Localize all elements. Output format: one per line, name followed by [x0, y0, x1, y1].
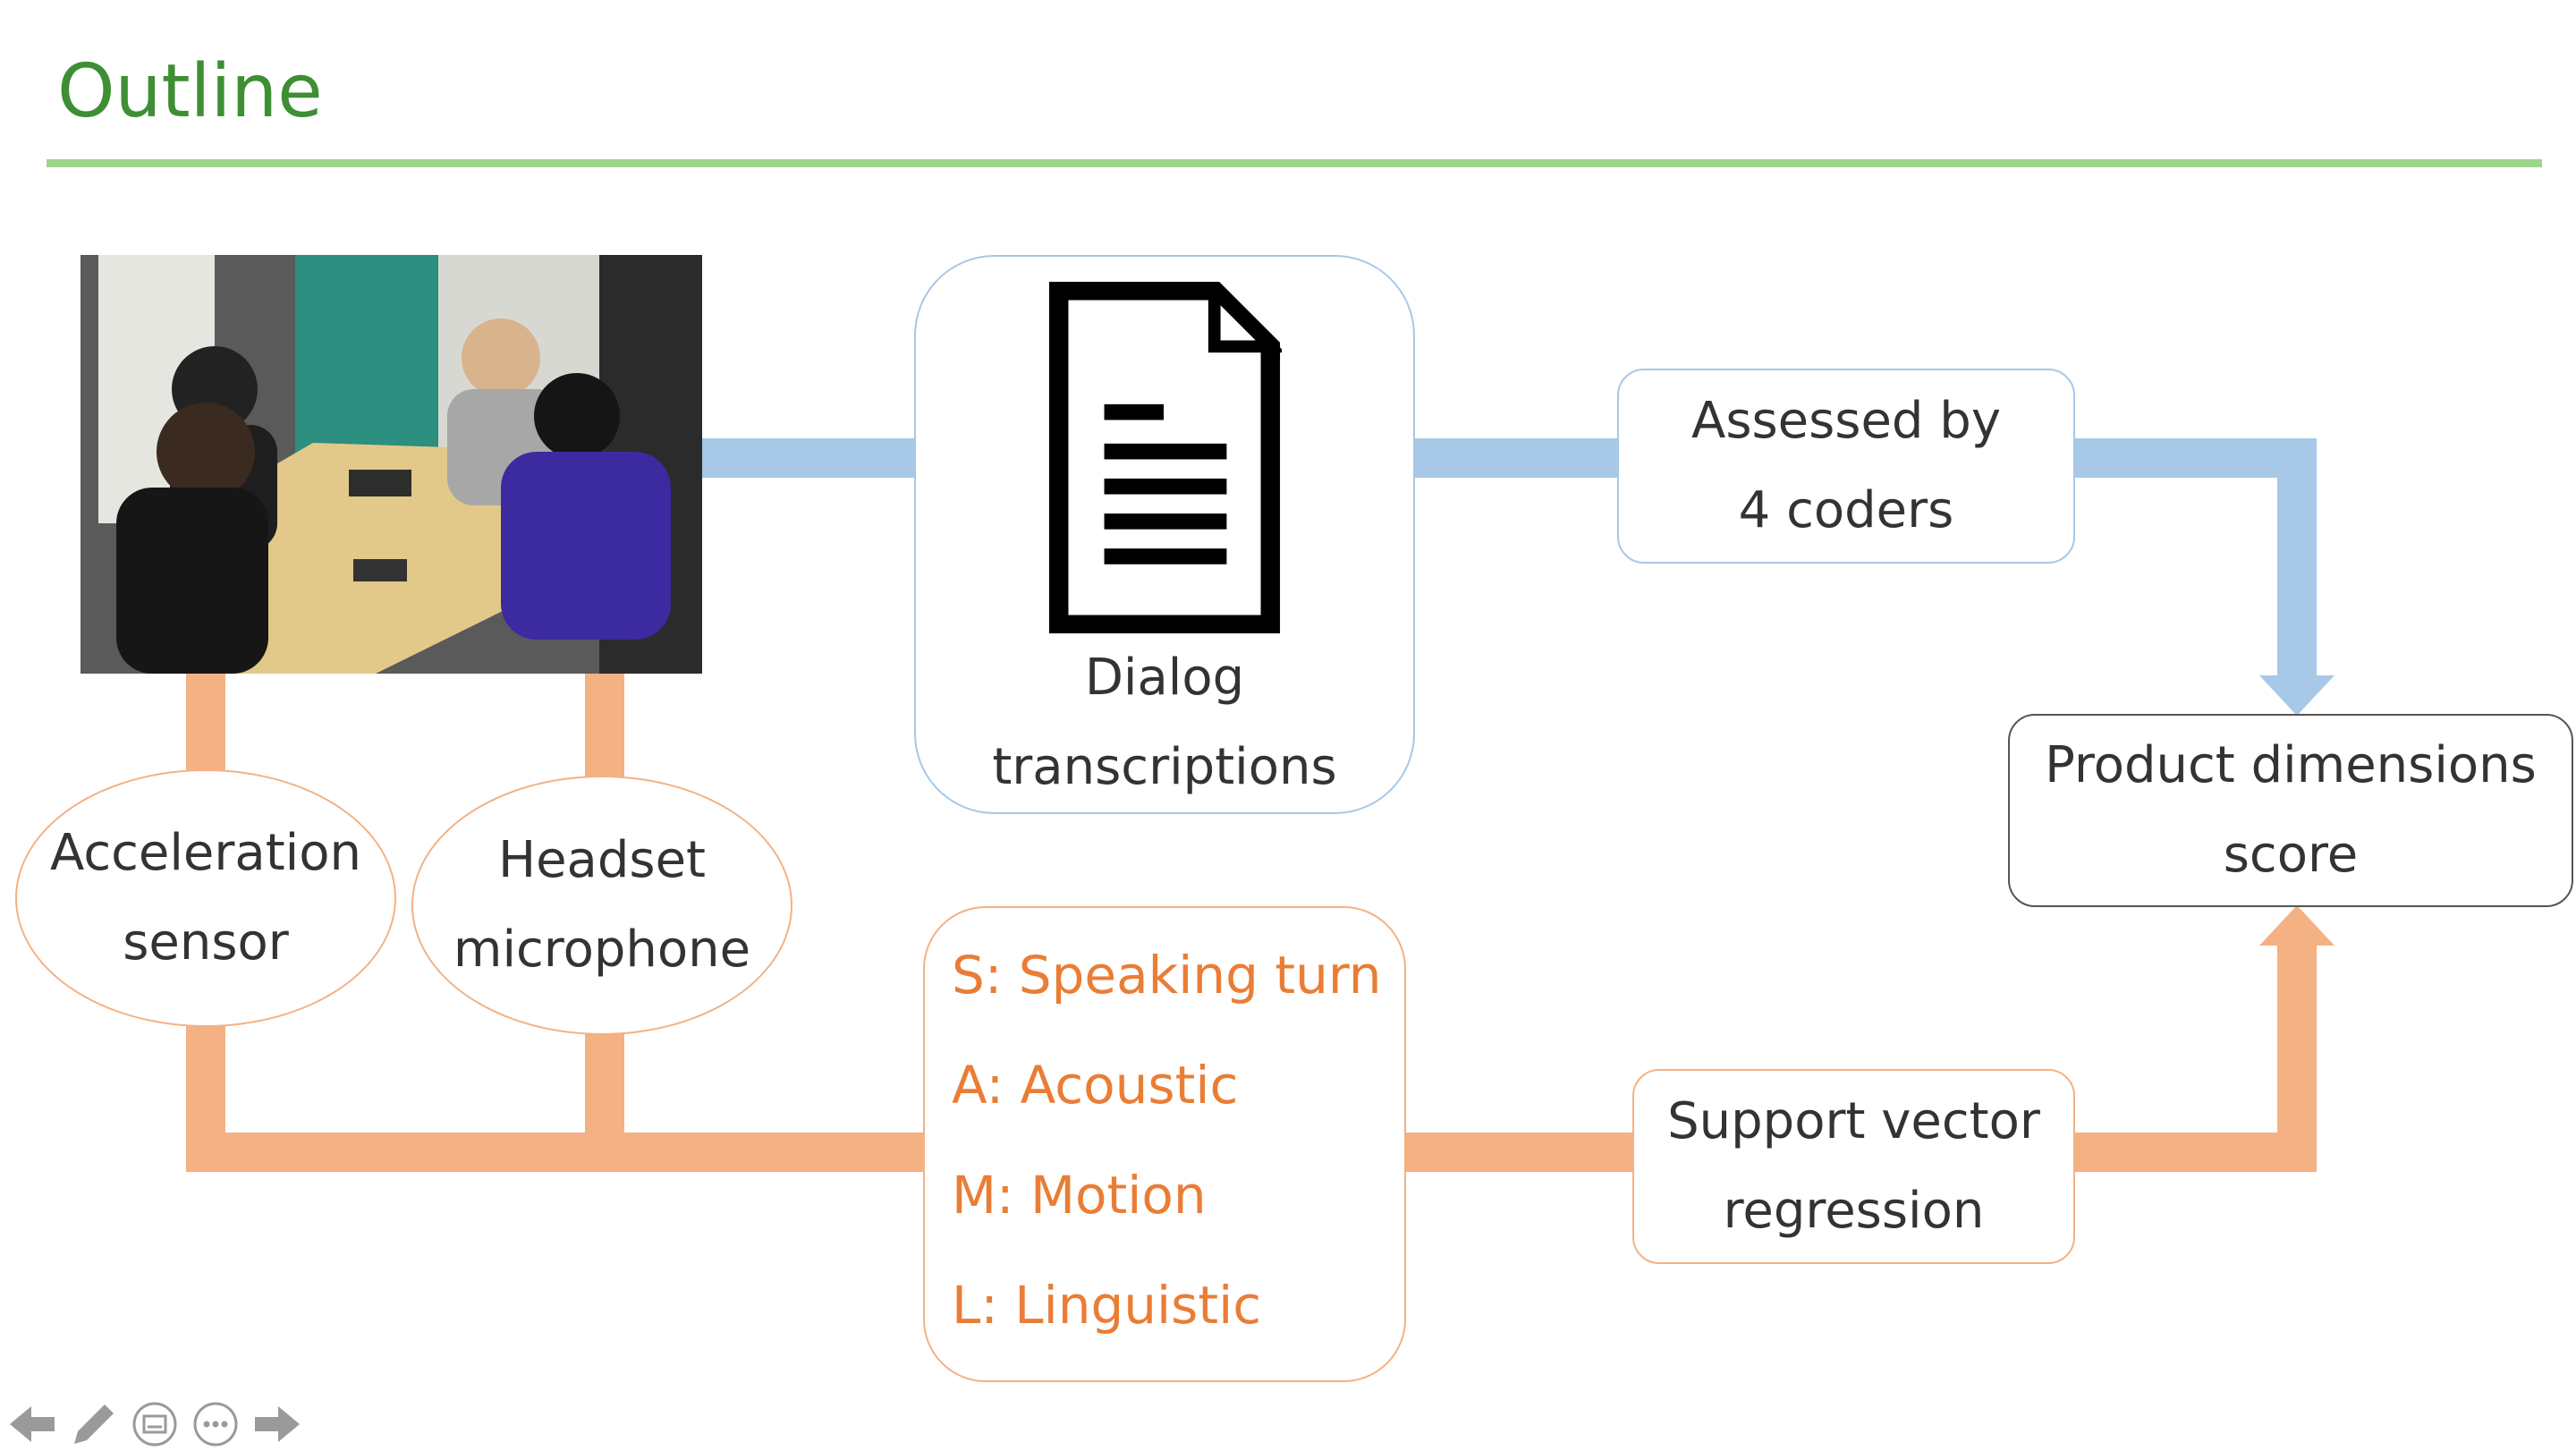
assessed-by-coders-box: Assessed by 4 coders	[1617, 369, 2075, 564]
features-box: S: Speaking turn A: Acoustic M: Motion L…	[923, 906, 1406, 1382]
headset-microphone-ellipse: Headset microphone	[411, 776, 792, 1035]
dialog-transcriptions-box: Dialog transcriptions	[914, 255, 1415, 814]
headset-line1: Headset	[497, 831, 706, 889]
feature-linguistic: L: Linguistic	[952, 1275, 1262, 1336]
connector-photo-to-acceleration	[186, 674, 225, 772]
assessed-line2: 4 coders	[1738, 481, 1954, 539]
connector-assessed-right	[2073, 438, 2317, 478]
connector-dialog-to-assessed	[1413, 438, 1619, 478]
arrow-left-icon[interactable]	[7, 1398, 59, 1450]
headset-line2: microphone	[453, 921, 751, 979]
svr-line1: Support vector	[1667, 1092, 2040, 1150]
arrow-up-to-product	[2259, 905, 2334, 946]
feature-motion: M: Motion	[952, 1165, 1207, 1226]
pen-icon[interactable]	[68, 1398, 120, 1450]
dialog-line2: transcriptions	[992, 738, 1337, 796]
product-dimensions-score-box: Product dimensions score	[2008, 714, 2573, 907]
assessed-line1: Assessed by	[1691, 392, 2001, 450]
connector-svr-right	[2073, 1133, 2317, 1172]
svr-line2: regression	[1723, 1182, 1985, 1240]
product-line2: score	[2223, 826, 2359, 884]
presentation-toolbar	[7, 1397, 302, 1451]
feature-speaking-turn: S: Speaking turn	[952, 945, 1382, 1006]
acceleration-line2: sensor	[123, 913, 289, 972]
connector-up-to-product	[2277, 941, 2317, 1172]
slide-title: Outline	[57, 49, 323, 134]
connector-to-features	[186, 1133, 928, 1172]
connector-photo-to-headset	[585, 674, 624, 779]
document-icon	[1048, 282, 1282, 633]
acceleration-sensor-ellipse: Acceleration sensor	[15, 769, 396, 1027]
connector-down-to-product	[2277, 438, 2317, 680]
meeting-photo	[80, 255, 702, 674]
connector-features-to-svr	[1404, 1133, 1637, 1172]
arrow-down-to-product	[2259, 675, 2334, 716]
title-divider	[47, 159, 2542, 167]
more-icon[interactable]	[190, 1398, 242, 1450]
acceleration-line1: Acceleration	[50, 824, 361, 882]
arrow-right-icon[interactable]	[250, 1398, 302, 1450]
product-line1: Product dimensions	[2045, 736, 2537, 794]
connector-photo-to-dialog	[702, 438, 917, 478]
subtitles-icon[interactable]	[129, 1398, 181, 1450]
support-vector-regression-box: Support vector regression	[1632, 1069, 2075, 1264]
feature-acoustic: A: Acoustic	[952, 1055, 1239, 1116]
dialog-line1: Dialog	[1084, 649, 1245, 707]
